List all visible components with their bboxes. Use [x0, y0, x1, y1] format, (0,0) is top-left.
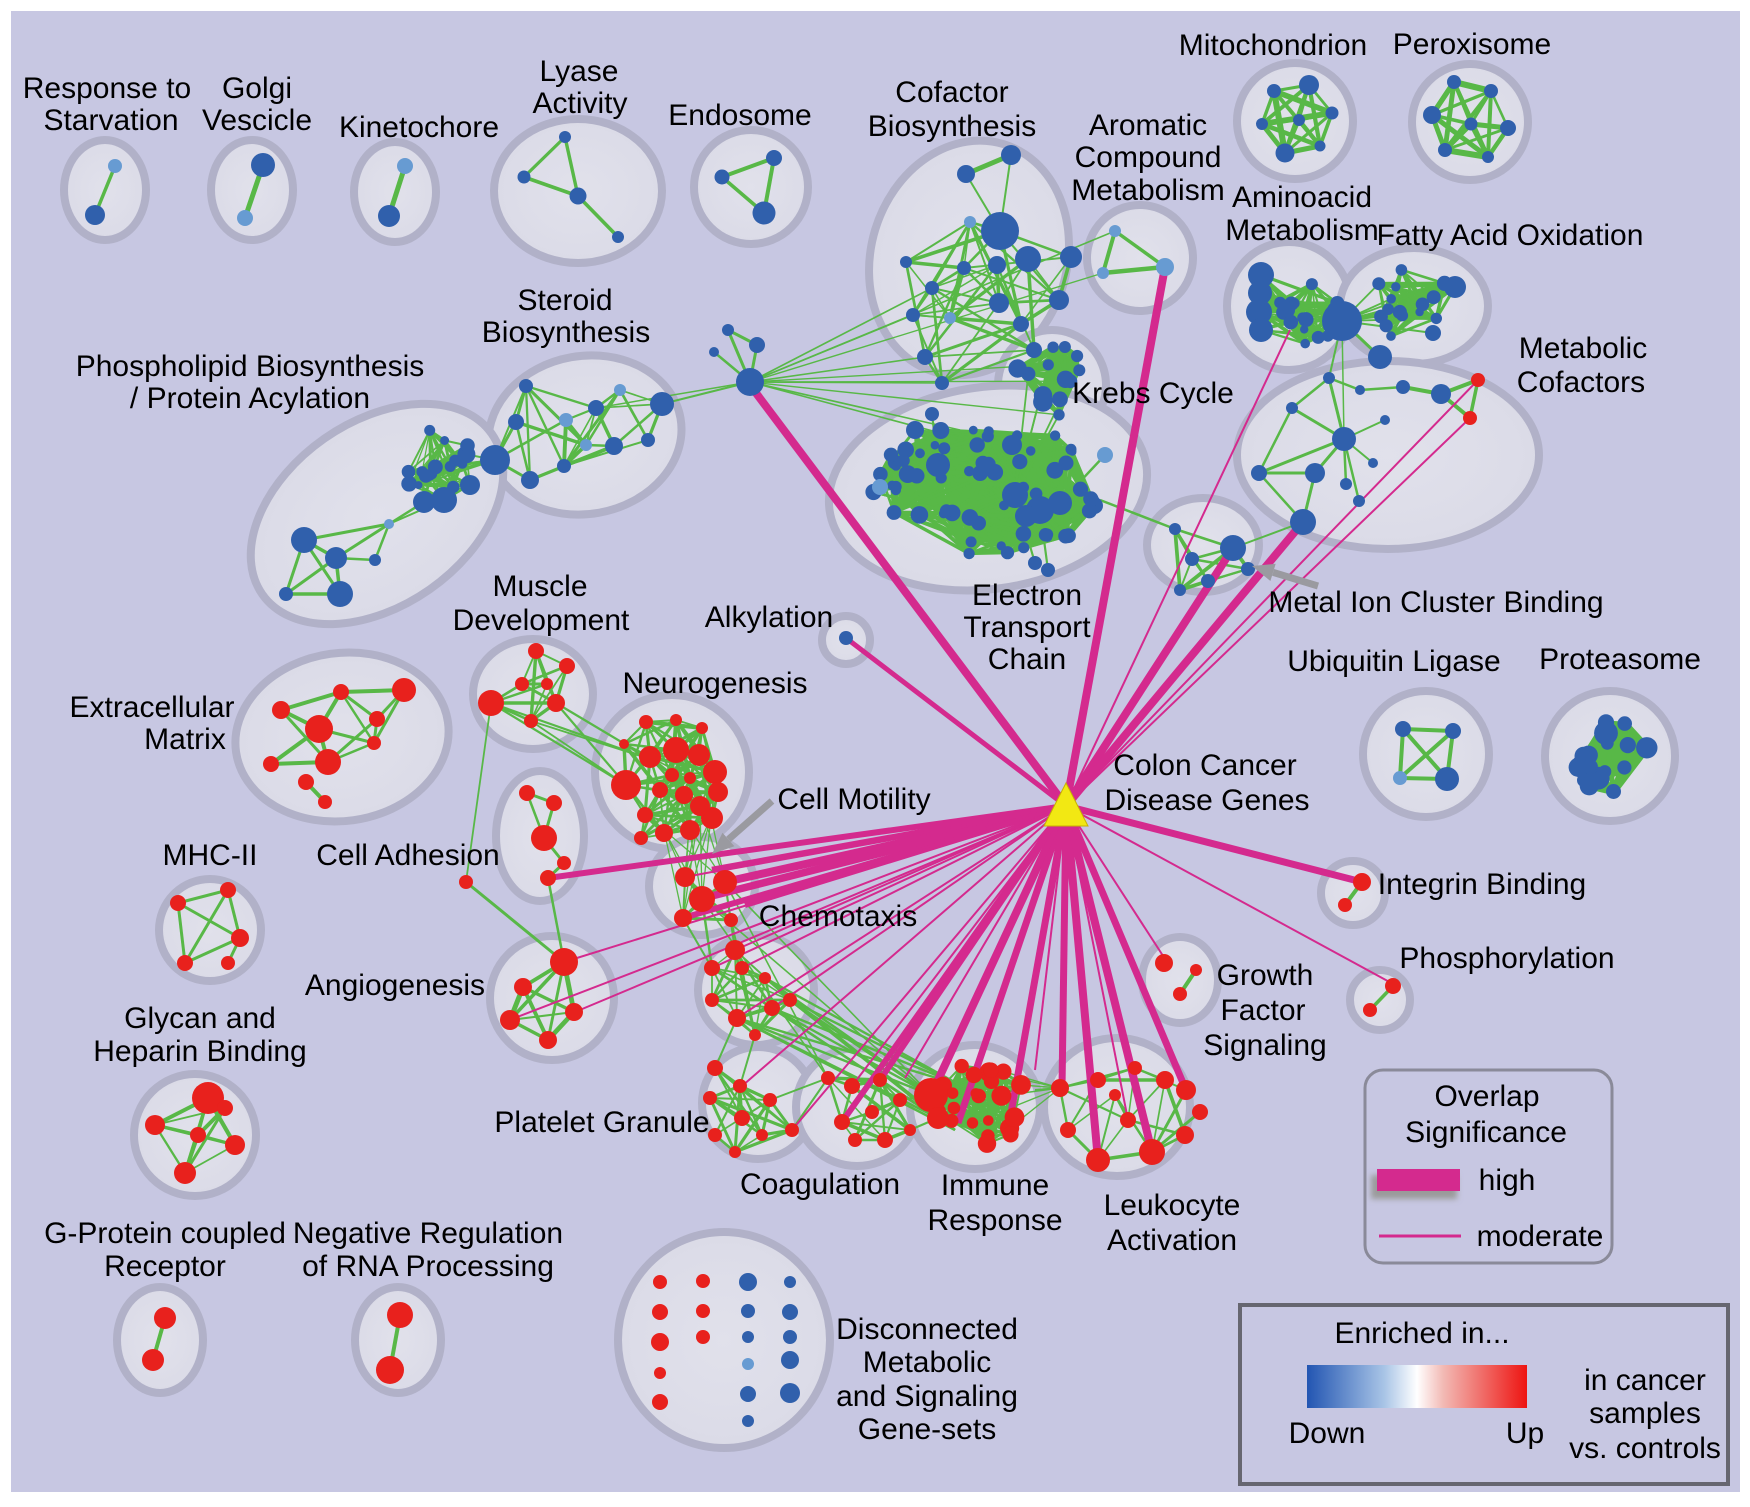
svg-text:and Signaling: and Signaling — [836, 1380, 1018, 1413]
svg-text:Golgi: Golgi — [222, 72, 292, 105]
svg-text:Fatty Acid Oxidation: Fatty Acid Oxidation — [1377, 219, 1644, 252]
svg-text:Ubiquitin Ligase: Ubiquitin Ligase — [1287, 645, 1500, 678]
svg-text:Phosphorylation: Phosphorylation — [1399, 942, 1614, 975]
svg-text:Disease Genes: Disease Genes — [1104, 784, 1309, 817]
svg-text:Aminoacid: Aminoacid — [1232, 181, 1372, 214]
svg-text:Phospholipid Biosynthesis: Phospholipid Biosynthesis — [76, 350, 425, 383]
svg-text:Starvation: Starvation — [43, 104, 178, 137]
svg-text:Significance: Significance — [1405, 1116, 1567, 1149]
svg-text:G-Protein coupled: G-Protein coupled — [44, 1217, 286, 1250]
svg-text:Muscle: Muscle — [492, 570, 587, 603]
svg-text:Cell Adhesion: Cell Adhesion — [316, 839, 499, 872]
svg-text:Cofactor: Cofactor — [895, 76, 1008, 109]
svg-text:Steroid: Steroid — [517, 284, 612, 317]
svg-text:Mitochondrion: Mitochondrion — [1179, 29, 1367, 62]
svg-text:Aromatic: Aromatic — [1089, 109, 1207, 142]
svg-text:Peroxisome: Peroxisome — [1393, 28, 1551, 61]
svg-text:Cell Motility: Cell Motility — [777, 783, 930, 816]
svg-text:Heparin Binding: Heparin Binding — [93, 1035, 306, 1068]
svg-text:Gene-sets: Gene-sets — [858, 1413, 996, 1446]
svg-text:Alkylation: Alkylation — [705, 601, 833, 634]
svg-text:Krebs Cycle: Krebs Cycle — [1072, 377, 1234, 410]
svg-text:Cofactors: Cofactors — [1517, 366, 1645, 399]
svg-text:Metal Ion Cluster Binding: Metal Ion Cluster Binding — [1268, 586, 1603, 619]
svg-text:samples: samples — [1589, 1397, 1701, 1430]
svg-text:Chain: Chain — [988, 643, 1066, 676]
svg-text:Down: Down — [1289, 1417, 1366, 1450]
svg-text:Activity: Activity — [532, 87, 627, 120]
svg-text:Activation: Activation — [1107, 1224, 1237, 1257]
svg-text:Metabolism: Metabolism — [1225, 214, 1378, 247]
svg-text:Overlap: Overlap — [1434, 1080, 1539, 1113]
svg-text:Enriched in...: Enriched in... — [1334, 1317, 1509, 1350]
svg-text:Signaling: Signaling — [1203, 1029, 1326, 1062]
svg-text:Leukocyte: Leukocyte — [1104, 1189, 1241, 1222]
svg-text:/ Protein Acylation: / Protein Acylation — [130, 382, 370, 415]
svg-text:Neurogenesis: Neurogenesis — [622, 667, 807, 700]
svg-text:Response: Response — [927, 1204, 1062, 1237]
svg-text:Up: Up — [1506, 1417, 1544, 1450]
svg-text:Metabolic: Metabolic — [1519, 332, 1647, 365]
svg-text:Angiogenesis: Angiogenesis — [305, 969, 485, 1002]
svg-text:Compound: Compound — [1075, 141, 1222, 174]
svg-text:Matrix: Matrix — [144, 723, 226, 756]
svg-text:Chemotaxis: Chemotaxis — [759, 900, 917, 933]
svg-text:Disconnected: Disconnected — [836, 1313, 1018, 1346]
svg-text:Negative Regulation: Negative Regulation — [293, 1217, 563, 1250]
svg-text:Metabolism: Metabolism — [1071, 174, 1224, 207]
svg-text:Factor: Factor — [1220, 994, 1305, 1027]
svg-text:Biosynthesis: Biosynthesis — [482, 316, 650, 349]
svg-text:Vescicle: Vescicle — [202, 104, 312, 137]
svg-text:Transport: Transport — [963, 611, 1091, 644]
svg-text:Electron: Electron — [972, 579, 1082, 612]
svg-text:Platelet Granule: Platelet Granule — [494, 1106, 709, 1139]
svg-text:high: high — [1479, 1164, 1536, 1197]
svg-text:of RNA Processing: of RNA Processing — [302, 1250, 554, 1283]
svg-text:moderate: moderate — [1477, 1220, 1604, 1253]
svg-text:Integrin Binding: Integrin Binding — [1378, 868, 1586, 901]
svg-text:Colon Cancer: Colon Cancer — [1113, 749, 1296, 782]
svg-text:Endosome: Endosome — [668, 99, 811, 132]
svg-text:Growth: Growth — [1217, 959, 1314, 992]
svg-text:Response to: Response to — [23, 72, 191, 105]
svg-text:MHC-II: MHC-II — [163, 839, 258, 872]
svg-text:Development: Development — [453, 604, 630, 637]
svg-text:Receptor: Receptor — [104, 1250, 226, 1283]
svg-text:Metabolic: Metabolic — [863, 1346, 991, 1379]
svg-text:Biosynthesis: Biosynthesis — [868, 110, 1036, 143]
svg-text:Glycan and: Glycan and — [124, 1002, 276, 1035]
svg-text:Immune: Immune — [941, 1169, 1049, 1202]
svg-text:Coagulation: Coagulation — [740, 1168, 900, 1201]
svg-text:Extracellular: Extracellular — [69, 691, 234, 724]
svg-text:Proteasome: Proteasome — [1539, 643, 1701, 676]
svg-text:vs. controls: vs. controls — [1569, 1432, 1721, 1465]
svg-text:Lyase: Lyase — [540, 55, 619, 88]
svg-text:in cancer: in cancer — [1584, 1364, 1706, 1397]
svg-text:Kinetochore: Kinetochore — [339, 111, 499, 144]
